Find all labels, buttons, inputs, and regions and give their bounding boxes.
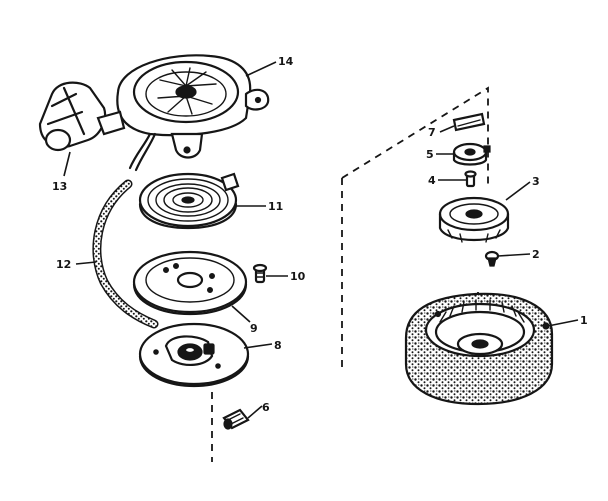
- starter-handle-part-13: [40, 83, 124, 150]
- starter-housing-part-14: [117, 55, 268, 170]
- callout-2: 2: [532, 248, 540, 261]
- callout-3: 3: [532, 175, 540, 188]
- screw-part-10: [254, 265, 266, 282]
- pawl-plate-part-8: [140, 324, 248, 386]
- screw-part-2: [486, 252, 498, 266]
- pulley-part-9: [134, 252, 246, 314]
- callout-labels: 14 13 11 12 10 9 8 6 7 5 4 3 2 1: [52, 55, 588, 414]
- callout-6: 6: [262, 401, 270, 414]
- bolt-part-6: [224, 410, 248, 429]
- callout-5: 5: [426, 148, 434, 161]
- callout-10: 10: [290, 270, 306, 283]
- callout-9: 9: [250, 322, 258, 335]
- retainer-part-5: [454, 144, 490, 165]
- callout-1: 1: [580, 314, 588, 327]
- cup-part-3: [440, 198, 508, 242]
- callout-11: 11: [268, 200, 283, 213]
- callout-13: 13: [52, 180, 67, 193]
- starter-rope-part-12: [97, 184, 154, 324]
- leader-lines: [64, 62, 578, 418]
- callout-14: 14: [278, 55, 294, 68]
- callout-12: 12: [56, 258, 71, 271]
- assembly-axis-lines: [212, 88, 488, 462]
- recoil-spring-part-11: [140, 174, 238, 228]
- callout-8: 8: [274, 339, 282, 352]
- clip-part-7: [454, 114, 484, 130]
- callout-4: 4: [428, 174, 436, 187]
- screw-part-4: [466, 172, 476, 187]
- callout-7: 7: [428, 126, 436, 139]
- flywheel-part-1: [406, 294, 552, 404]
